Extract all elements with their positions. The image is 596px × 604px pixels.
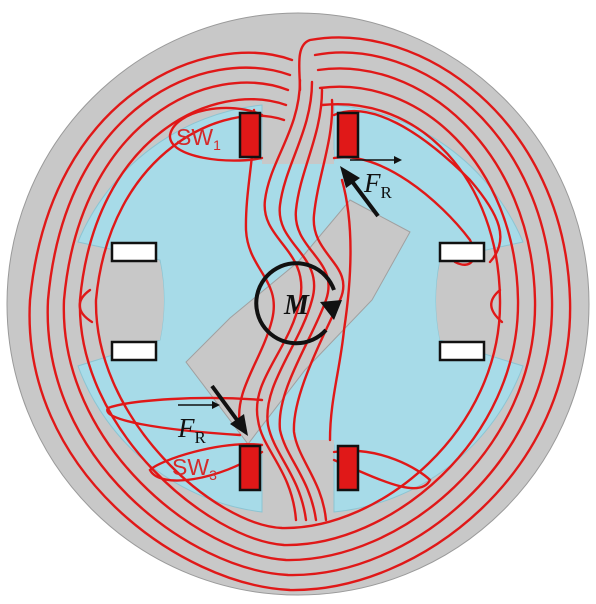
force-arrow-bottom	[178, 384, 248, 436]
moment-arrow	[254, 261, 342, 346]
coil-sw3	[238, 444, 262, 492]
coil-right-top	[438, 241, 486, 263]
stator-pole-left	[72, 262, 164, 340]
label-moment: M	[283, 290, 310, 321]
coil-sw1	[238, 111, 262, 159]
label-sw1: SW1	[176, 124, 221, 153]
coil-bottom-right	[336, 444, 360, 492]
force-arrow-top	[340, 156, 402, 218]
stator-pole-right	[436, 262, 524, 340]
label-force-bottom: FR	[177, 413, 207, 447]
coil-top-right	[336, 111, 360, 159]
label-sw3: SW3	[172, 454, 217, 483]
magnetic-field-lines	[28, 36, 572, 592]
label-force-top: FR	[363, 168, 393, 202]
coil-right-bottom	[438, 340, 486, 362]
coil-left-top	[110, 241, 158, 263]
coil-left-bottom	[110, 340, 158, 362]
